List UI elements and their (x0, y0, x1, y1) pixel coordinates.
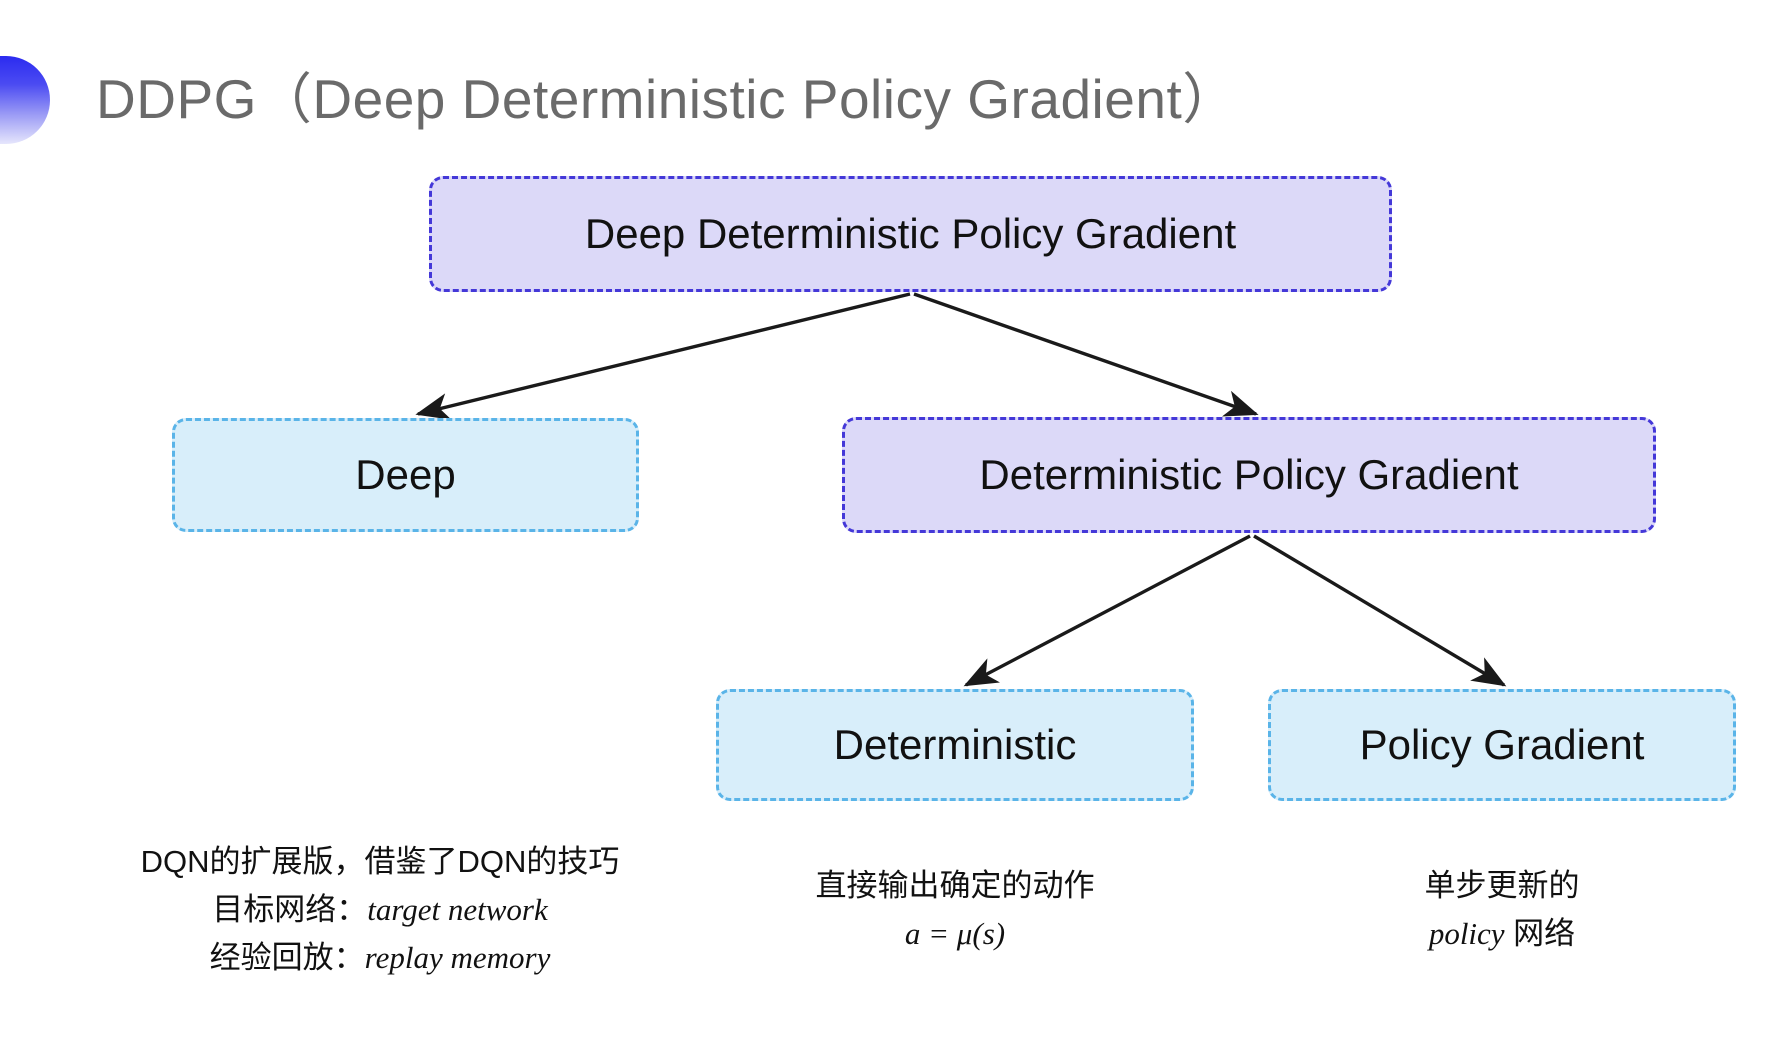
half-circle-gradient-bullet-icon (0, 56, 50, 144)
node-policy-gradient-label: Policy Gradient (1359, 720, 1645, 768)
page-title: DDPG（Deep Deterministic Policy Gradient） (96, 68, 1238, 130)
node-deterministic[interactable]: Deterministic (716, 689, 1194, 801)
edge-dpg-to-policy-gradient (1253, 534, 1507, 687)
caption-deep-line3-label: 经验回放： (209, 940, 365, 976)
caption-deterministic-line1: 直接输出确定的动作 (815, 868, 1095, 903)
caption-policy-gradient-line2: policy 网络 (1290, 910, 1714, 958)
edge-root-to-deep (415, 292, 911, 420)
node-root-label: Deep Deterministic Policy Gradient (584, 209, 1237, 257)
caption-deep: DQN的扩展版，借鉴了DQN的技巧 目标网络：target network 经验… (120, 838, 640, 982)
caption-policy-gradient: 单步更新的 policy 网络 (1290, 862, 1714, 958)
edge-root-to-dpg (913, 292, 1259, 417)
caption-deep-line3-term: replay memory (364, 940, 551, 976)
caption-deep-line2-label: 目标网络： (212, 892, 368, 928)
caption-deep-line2: 目标网络：target network (120, 886, 640, 934)
caption-deep-line2-term: target network (367, 892, 548, 928)
caption-policy-gradient-suffix: 网络 (1504, 916, 1576, 952)
node-deep-label: Deep (355, 450, 456, 498)
edge-dpg-to-deterministic (963, 534, 1251, 687)
caption-policy-gradient-term: policy (1428, 916, 1505, 952)
node-dpg-label: Deterministic Policy Gradient (979, 450, 1519, 498)
caption-deterministic-formula: a = μ(s) (904, 916, 1006, 952)
caption-deep-line1: DQN的扩展版，借鉴了DQN的技巧 (140, 844, 620, 879)
caption-deterministic: 直接输出确定的动作 a = μ(s) (740, 862, 1170, 958)
node-deterministic-label: Deterministic (833, 720, 1077, 768)
node-deep[interactable]: Deep (172, 418, 639, 532)
node-dpg[interactable]: Deterministic Policy Gradient (842, 417, 1656, 533)
caption-deep-line3: 经验回放：replay memory (120, 934, 640, 982)
node-policy-gradient[interactable]: Policy Gradient (1268, 689, 1736, 801)
caption-policy-gradient-line1: 单步更新的 (1424, 868, 1580, 903)
node-root[interactable]: Deep Deterministic Policy Gradient (429, 176, 1392, 292)
